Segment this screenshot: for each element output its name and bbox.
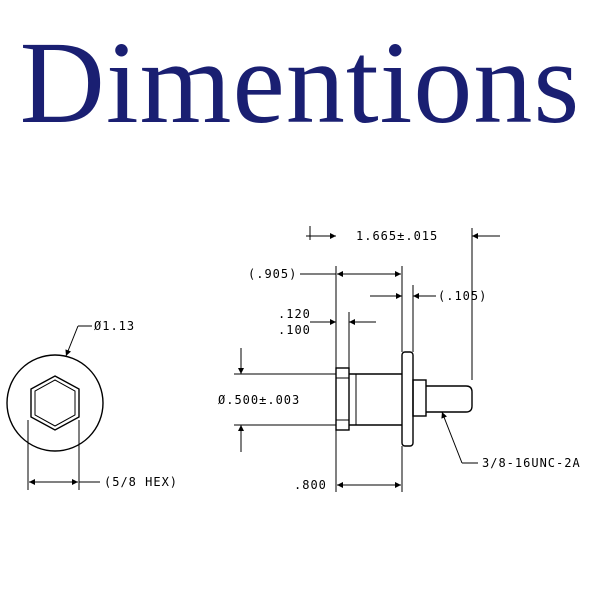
hex-label: (5/8 HEX): [104, 475, 178, 489]
thread-spec-label: 3/8-16UNC-2A: [482, 456, 581, 470]
stud-collar: [412, 379, 427, 417]
flange-thickness-label: (.105): [438, 289, 487, 303]
body-length-label: .800: [294, 478, 327, 492]
flange-offset-label: (.905): [248, 267, 297, 281]
body-diameter-label: Ø.500±.003: [218, 393, 300, 407]
side-view: 1.665±.015 (.905) (.105) .120 .100 Ø.500…: [218, 226, 581, 492]
diameter-label: Ø1.13: [94, 319, 135, 333]
page-title: Dimentions: [19, 17, 581, 148]
thread-leader: [441, 411, 463, 464]
threaded-stud: [426, 385, 473, 413]
hex-outline: [30, 375, 80, 431]
hex-thickness-min: .100: [278, 323, 311, 337]
diameter-leader-arrow: [65, 325, 79, 357]
hex-thickness-max: .120: [278, 307, 311, 321]
body-outline: [349, 373, 402, 426]
end-view: Ø1.13 (5/8 HEX): [6, 319, 178, 490]
hex-nut-side: [335, 367, 350, 431]
overall-length-label: 1.665±.015: [356, 229, 438, 243]
flange-circle: [6, 354, 104, 452]
flange-side: [401, 351, 414, 447]
hex-inner-outline: [34, 379, 76, 427]
